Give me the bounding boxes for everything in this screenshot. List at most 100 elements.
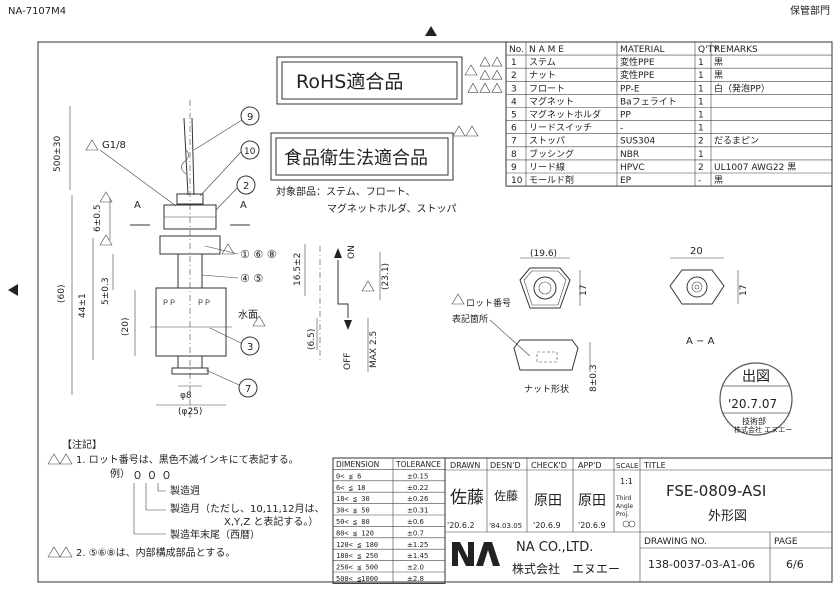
tolerance-header: TOLERANCE bbox=[395, 460, 441, 469]
svg-text:8±0.3: 8±0.3 bbox=[589, 364, 599, 392]
parts-cell-qty: 1 bbox=[698, 97, 704, 107]
svg-text:対象部品：ステム、フロート、: 対象部品：ステム、フロート、 bbox=[276, 185, 416, 198]
svg-text:A − A: A − A bbox=[686, 336, 715, 347]
svg-text:'20.7.07: '20.7.07 bbox=[728, 397, 777, 411]
tolerance-header: DIMENSION bbox=[336, 460, 379, 469]
release-stamp: 出図 '20.7.07 技術部 株式会社 エヌエー bbox=[719, 362, 793, 436]
tolerance-range: 18< ≦ 30 bbox=[336, 495, 370, 503]
svg-text:OFF: OFF bbox=[343, 353, 353, 370]
parts-header-cell: N A M E bbox=[529, 45, 564, 55]
svg-text:SCALE: SCALE bbox=[616, 462, 638, 470]
svg-text:φ8: φ8 bbox=[180, 391, 192, 401]
parts-cell-qty: 1 bbox=[698, 71, 704, 81]
parts-header-cell: No. bbox=[509, 45, 524, 55]
svg-text:17: 17 bbox=[739, 285, 749, 296]
parts-cell-material: 変性PPE bbox=[620, 69, 655, 81]
tolerance-range: 50< ≦ 80 bbox=[336, 518, 370, 526]
switch-operation-diagram: ON OFF 16.5±2 (23.1) (6.5) MAX 2.5 bbox=[293, 244, 391, 372]
company-logo bbox=[452, 542, 500, 566]
svg-text:(19.6): (19.6) bbox=[530, 249, 557, 259]
svg-text:【注記】: 【注記】 bbox=[62, 438, 102, 451]
tolerance-value: ±0.22 bbox=[407, 484, 428, 492]
svg-text:RoHS適合品: RoHS適合品 bbox=[296, 71, 403, 93]
parts-cell-name: マグネットホルダ bbox=[529, 109, 601, 121]
svg-text:原田: 原田 bbox=[578, 493, 606, 509]
parts-cell-remarks: だるまピン bbox=[714, 136, 759, 147]
parts-cell-no: 1 bbox=[511, 58, 517, 68]
parts-cell-material: HPVC bbox=[620, 163, 645, 173]
parts-cell-qty: 1 bbox=[698, 58, 704, 68]
parts-cell-no: 6 bbox=[511, 124, 517, 134]
tolerance-range: 120< ≦ 180 bbox=[336, 541, 378, 549]
parts-cell-name: ブッシング bbox=[529, 148, 574, 160]
parts-cell-no: 4 bbox=[511, 97, 517, 107]
tolerance-value: ±2.8 bbox=[407, 575, 424, 583]
section-view-a-a: 20 17 A − A bbox=[669, 246, 749, 347]
svg-text:技術部: 技術部 bbox=[742, 416, 766, 426]
svg-text:(6.5): (6.5) bbox=[307, 329, 317, 350]
tolerance-value: ±1.45 bbox=[407, 552, 428, 560]
revision-triangle bbox=[479, 69, 491, 80]
svg-text:(20): (20) bbox=[121, 318, 131, 336]
svg-text:Angle: Angle bbox=[616, 503, 633, 510]
revision-triangle bbox=[491, 69, 503, 80]
svg-text:ＰＰ: ＰＰ bbox=[197, 299, 211, 307]
hex-side-view: (19.6) 17 ロット番号 表記箇所 ナット形状 8±0.3 bbox=[451, 249, 599, 395]
tolerance-range: 0< ≦ 6 bbox=[336, 472, 361, 480]
parts-cell-remarks: UL1007 AWG22 黒 bbox=[714, 162, 796, 173]
balloon-9: 9 bbox=[193, 106, 260, 151]
tolerance-value: ±0.31 bbox=[407, 507, 428, 515]
svg-text:佐藤: 佐藤 bbox=[494, 489, 518, 503]
svg-text:DESN'D: DESN'D bbox=[490, 461, 521, 470]
svg-text:製造週: 製造週 bbox=[170, 484, 200, 497]
parts-cell-no: 5 bbox=[511, 111, 517, 121]
svg-text:株式会社 エヌエー: 株式会社 エヌエー bbox=[734, 425, 792, 434]
notes-block: 【注記】 1. ロット番号は、黒色不滅インキにて表記する。 例） ０ ０ ０ 製… bbox=[47, 438, 325, 559]
svg-text:6±0.5: 6±0.5 bbox=[93, 204, 103, 232]
parts-cell-material: PP bbox=[620, 111, 631, 121]
parts-cell-name: ステム bbox=[529, 57, 556, 68]
svg-text:(60): (60) bbox=[57, 285, 67, 303]
parts-cell-name: モールド剤 bbox=[529, 174, 574, 186]
svg-text:Third: Third bbox=[615, 495, 631, 502]
tolerance-range: 80< ≦ 120 bbox=[336, 529, 374, 537]
svg-text:1. ロット番号は、黒色不滅インキにて表記する。: 1. ロット番号は、黒色不滅インキにて表記する。 bbox=[76, 453, 299, 466]
svg-text:7: 7 bbox=[245, 384, 251, 395]
svg-text:ON: ON bbox=[347, 245, 357, 259]
parts-cell-remarks: 白（発泡PP） bbox=[714, 82, 770, 94]
parts-cell-qty: 2 bbox=[698, 137, 704, 147]
parts-cell-qty: 1 bbox=[698, 124, 704, 134]
svg-text:2. ⑤⑥⑧は、内部構成部品とする。: 2. ⑤⑥⑧は、内部構成部品とする。 bbox=[76, 546, 235, 559]
parts-cell-material: - bbox=[620, 124, 623, 134]
parts-cell-remarks: 黒 bbox=[714, 57, 723, 68]
svg-text:20: 20 bbox=[690, 246, 703, 257]
svg-text:ＰＰ: ＰＰ bbox=[162, 299, 176, 307]
balloons-4-5: ④ ⑤ bbox=[240, 272, 263, 285]
parts-cell-material: 変性PPE bbox=[620, 56, 655, 68]
food-safety-stamp: 食品衛生法適合品 対象部品：ステム、フロート、 マグネットホルダ、ストッパ bbox=[270, 125, 479, 215]
svg-text:原田: 原田 bbox=[534, 493, 562, 509]
parts-cell-material: NBR bbox=[620, 150, 639, 160]
svg-text:水面: 水面 bbox=[238, 309, 258, 321]
svg-text:FSE-0809-ASI: FSE-0809-ASI bbox=[666, 482, 766, 500]
svg-text:株式会社 エヌエー: 株式会社 エヌエー bbox=[512, 561, 620, 576]
svg-text:3: 3 bbox=[247, 342, 253, 353]
svg-text:2: 2 bbox=[243, 181, 249, 192]
svg-text:０ ０ ０: ０ ０ ０ bbox=[132, 469, 172, 482]
svg-text:NA CO.,LTD.: NA CO.,LTD. bbox=[516, 540, 593, 555]
tolerance-range: 6< ≦ 18 bbox=[336, 484, 366, 492]
svg-text:DRAWN: DRAWN bbox=[450, 461, 480, 470]
svg-text:製造月（ただし、10,11,12月は、: 製造月（ただし、10,11,12月は、 bbox=[170, 502, 325, 515]
svg-text:A: A bbox=[134, 200, 141, 211]
revision-triangle bbox=[479, 82, 491, 93]
parts-cell-name: マグネット bbox=[529, 95, 574, 107]
parts-cell-qty: 2 bbox=[698, 163, 704, 173]
tolerance-range: 30< ≦ 50 bbox=[336, 507, 370, 515]
svg-text:外形図: 外形図 bbox=[708, 509, 747, 524]
front-view: ＰＰ ＰＰ 水面 A A G1/8 9 10 2 3 7 ① ⑥ ⑧ ④ ⑤ 5… bbox=[53, 100, 277, 420]
svg-text:10: 10 bbox=[244, 147, 256, 157]
